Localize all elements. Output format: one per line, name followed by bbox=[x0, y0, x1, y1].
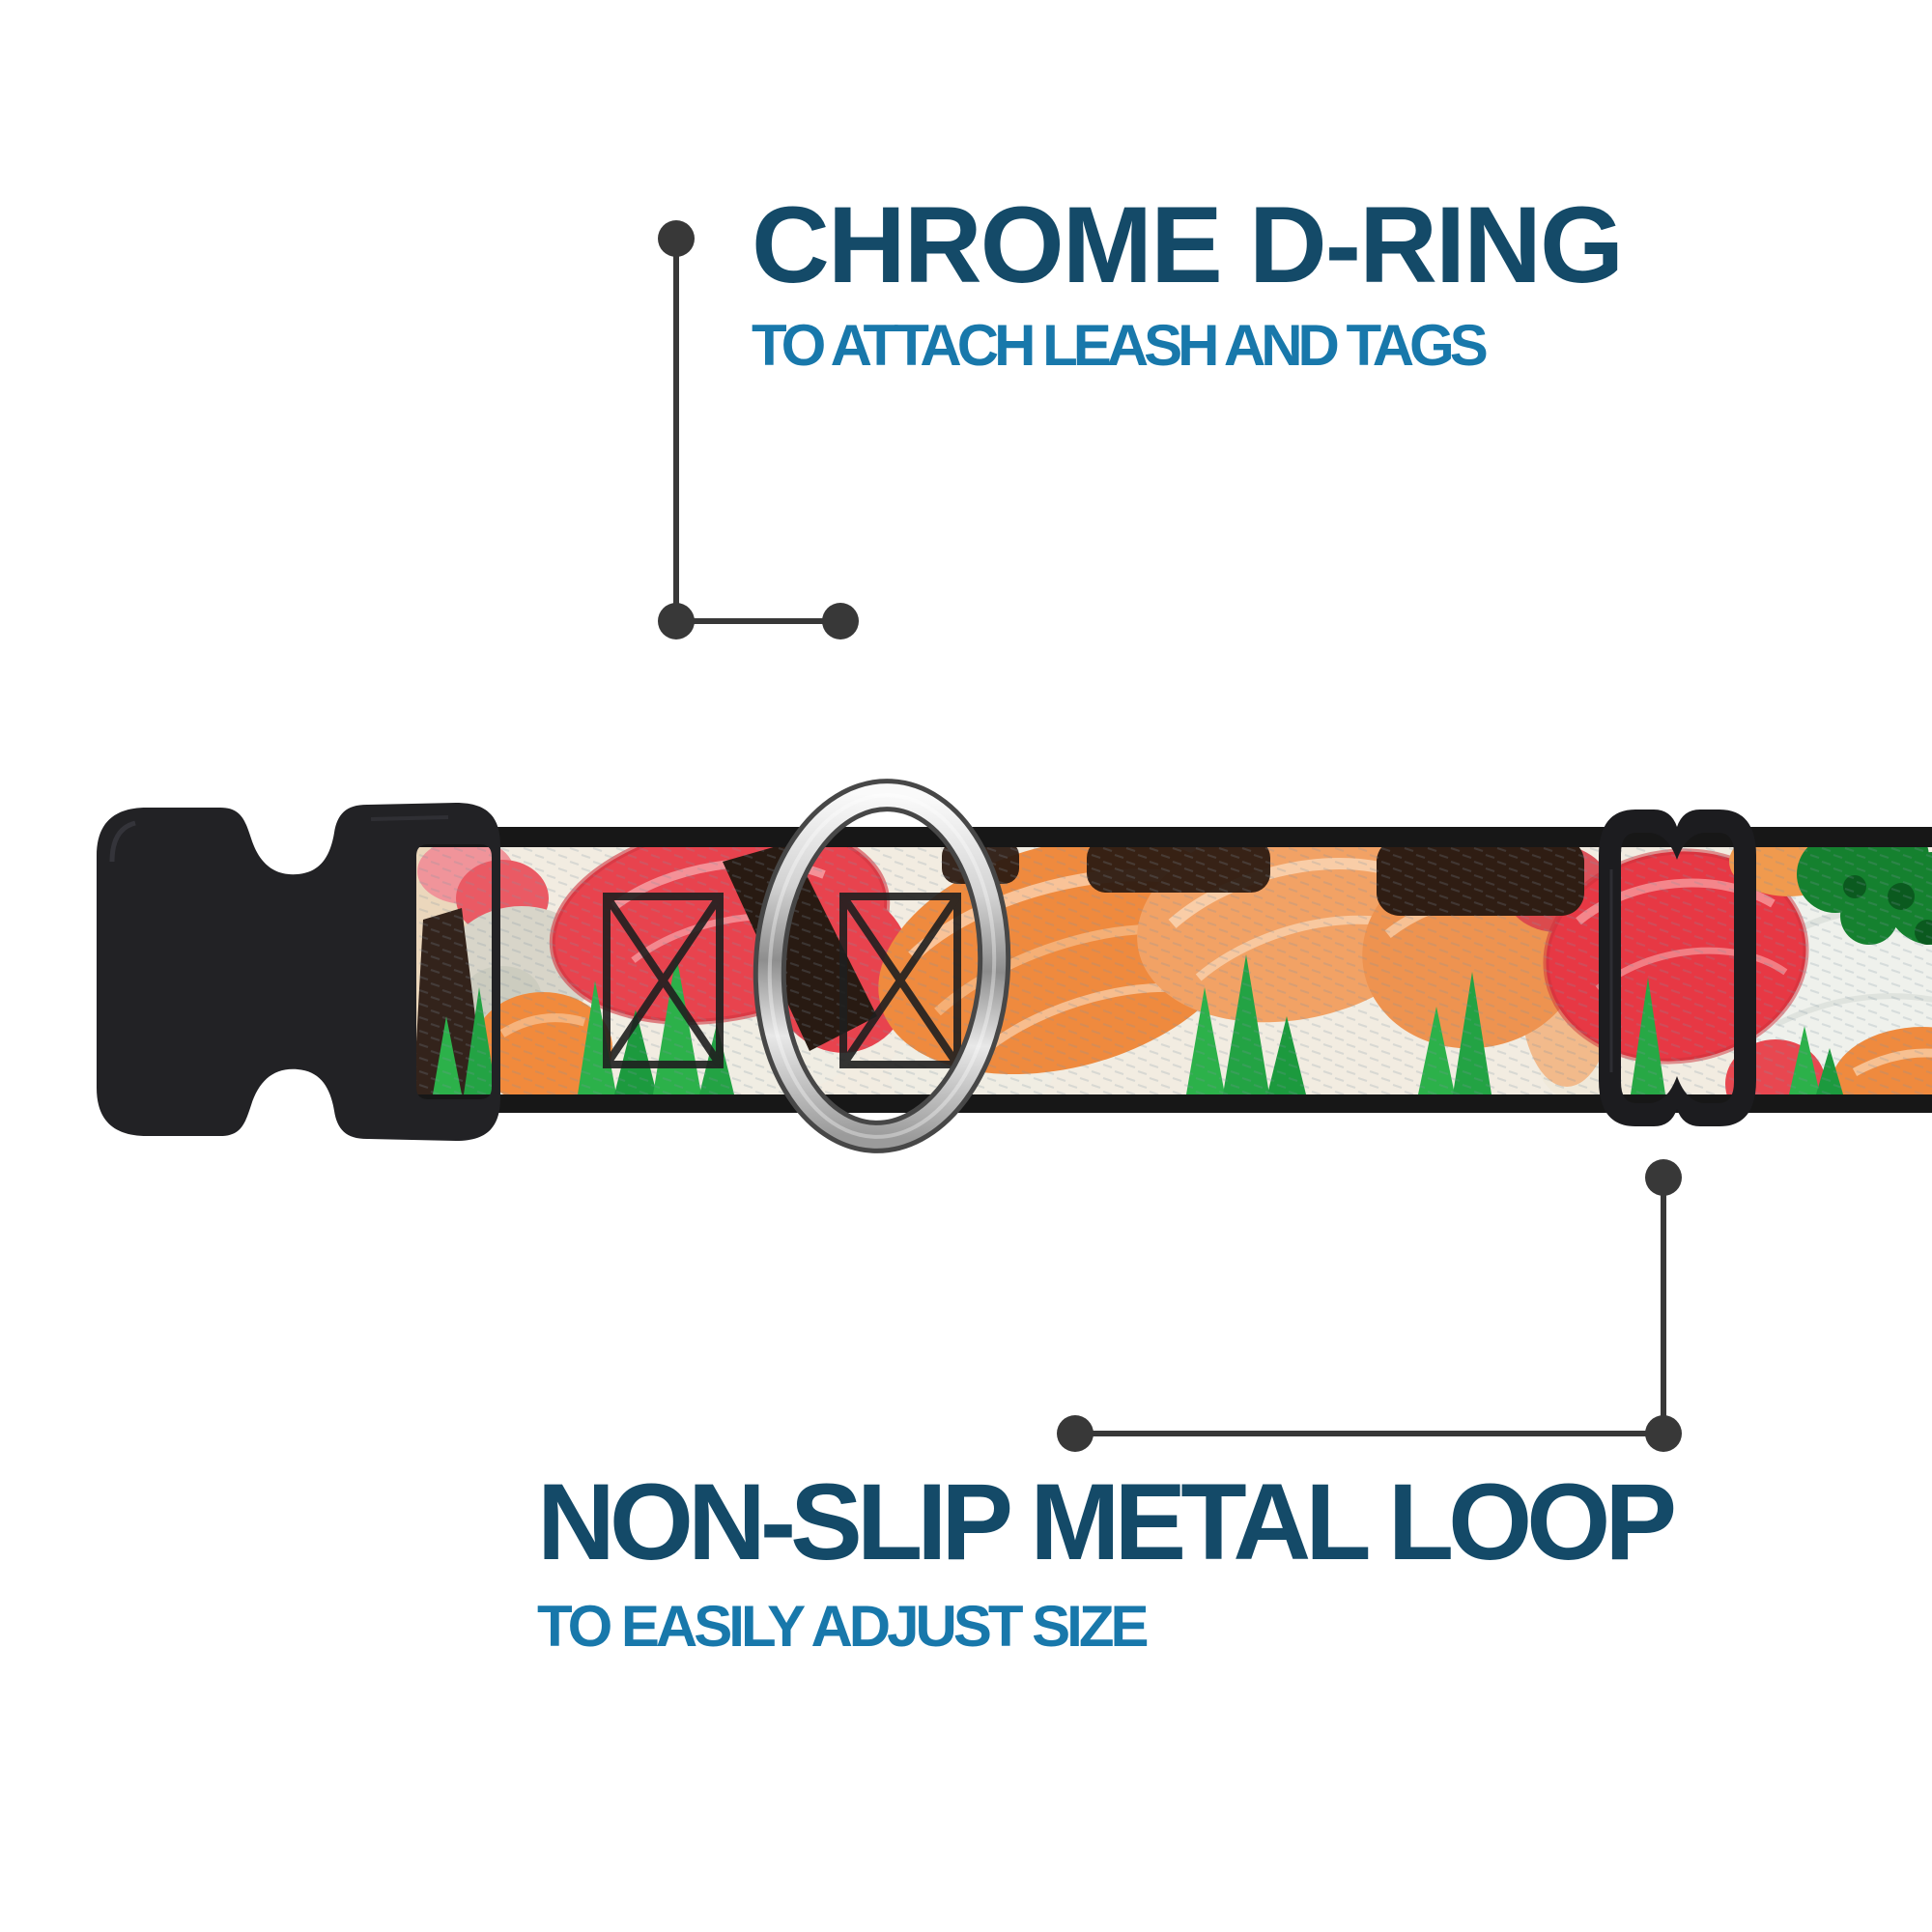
callout-dot bbox=[822, 603, 859, 639]
callout-top: CHROME D-RING TO ATTACH LEASH AND TAGS bbox=[752, 185, 1624, 378]
callout-dot bbox=[658, 220, 695, 257]
side-release-buckle bbox=[97, 803, 500, 1141]
callout-bottom: NON-SLIP METAL LOOP TO EASILY ADJUST SIZ… bbox=[537, 1462, 1677, 1659]
callout-bottom-subtitle: TO EASILY ADJUST SIZE bbox=[537, 1594, 1150, 1659]
callout-top-subtitle: TO ATTACH LEASH AND TAGS bbox=[752, 313, 1489, 378]
metal-slider-loop bbox=[1599, 810, 1756, 1126]
callout-pointer-top bbox=[658, 220, 859, 639]
callout-dot bbox=[658, 603, 695, 639]
callout-pointer-bottom bbox=[1057, 1159, 1682, 1452]
callout-dot bbox=[1645, 1415, 1682, 1452]
sushi-print-strap bbox=[391, 827, 1932, 1113]
callout-bottom-title: NON-SLIP METAL LOOP bbox=[537, 1462, 1677, 1582]
chrome-d-ring bbox=[753, 779, 1011, 1153]
callout-top-title: CHROME D-RING bbox=[752, 185, 1624, 305]
callout-dot bbox=[1057, 1415, 1094, 1452]
callout-dot bbox=[1645, 1159, 1682, 1196]
box-stitch bbox=[603, 893, 961, 1068]
